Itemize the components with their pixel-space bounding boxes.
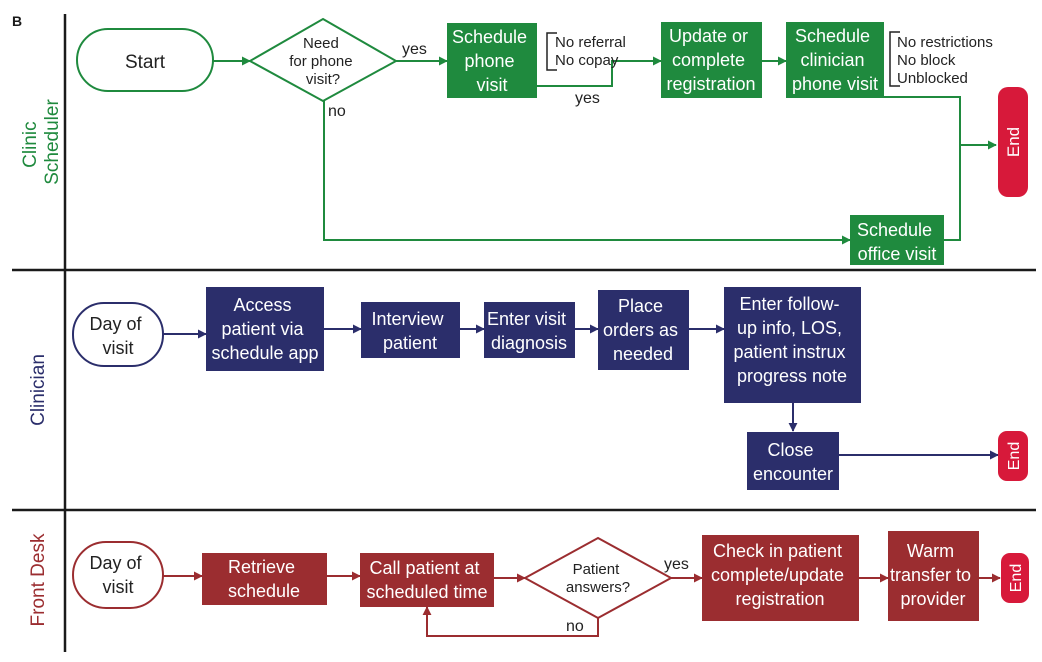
no-label-frontdesk: no (566, 618, 584, 635)
patient-answers-decision-label: Patient answers? (566, 561, 630, 596)
yes-label-2: yes (575, 90, 600, 107)
lane-label-clinician: Clinician (28, 354, 49, 426)
scheduler-connectors (213, 56, 997, 245)
close-encounter-box (747, 432, 839, 490)
schedule-phone-visit-label: Schedule phone visit (452, 27, 532, 95)
yes-label-1: yes (402, 41, 427, 58)
schedule-clinician-label: Schedule clinician phone visit (792, 26, 878, 94)
end-node-frontdesk (1001, 553, 1029, 603)
place-orders-box (598, 290, 689, 370)
conditions-bracket-1 (546, 32, 557, 71)
schedule-office-visit-label: Schedule office visit (857, 220, 937, 264)
frontdesk-connectors (163, 571, 1001, 637)
place-orders-label: Place orders as needed (603, 296, 683, 364)
patient-answers-decision (522, 536, 674, 620)
day-of-visit-node-frontdesk (72, 541, 164, 609)
day-of-visit-label-clinician: Day of visit (89, 314, 146, 358)
end-node-clinician (998, 431, 1028, 481)
retrieve-schedule-box (202, 553, 327, 605)
end-label-scheduler: End (1004, 127, 1023, 157)
start-label: Start (125, 52, 166, 73)
retrieve-schedule-label: Retrieve schedule (228, 557, 300, 601)
follow-up-label: Enter follow- up info, LOS, patient inst… (733, 294, 850, 386)
interview-patient-label: Interview patient (371, 309, 448, 353)
close-encounter-label: Close encounter (753, 440, 833, 484)
clinician-connectors (163, 324, 999, 460)
conditions-1-text: No referral No copay (555, 34, 630, 69)
end-label-frontdesk: End (1008, 564, 1025, 592)
schedule-office-visit-box (850, 215, 944, 265)
access-patient-label: Access patient via schedule app (211, 295, 318, 363)
phone-visit-decision (247, 17, 399, 103)
phone-visit-decision-label: Need for phone visit? (289, 35, 357, 88)
check-in-box (702, 535, 859, 621)
day-of-visit-node-clinician (72, 302, 164, 367)
warm-transfer-label: Warm transfer to provider (890, 541, 976, 609)
day-of-visit-label-frontdesk: Day of visit (89, 553, 146, 597)
update-registration-label: Update or complete registration (666, 26, 755, 94)
end-label-clinician: End (1006, 442, 1023, 470)
schedule-phone-visit-box (447, 23, 537, 98)
warm-transfer-box (888, 531, 979, 621)
panel-label: B (12, 13, 22, 29)
access-patient-box (206, 287, 324, 371)
conditions-bracket-2 (889, 31, 900, 87)
no-label-1: no (328, 103, 346, 120)
update-registration-box (661, 22, 762, 98)
yes-label-frontdesk: yes (664, 556, 689, 573)
lane-label-scheduler: Clinic Scheduler (20, 99, 63, 185)
interview-patient-box (361, 302, 460, 358)
lane-label-frontdesk: Front Desk (28, 533, 49, 626)
schedule-clinician-box (786, 22, 884, 98)
conditions-2-text: No restrictions No block Unblocked (897, 34, 997, 87)
end-node-scheduler (998, 87, 1028, 197)
enter-diagnosis-label: Enter visit diagnosis (487, 309, 571, 353)
check-in-label: Check in patient complete/update registr… (711, 541, 849, 609)
call-patient-box (360, 553, 494, 607)
call-patient-label: Call patient at scheduled time (366, 558, 487, 602)
enter-diagnosis-box (484, 302, 575, 358)
follow-up-box (724, 287, 861, 403)
start-node (76, 28, 214, 92)
